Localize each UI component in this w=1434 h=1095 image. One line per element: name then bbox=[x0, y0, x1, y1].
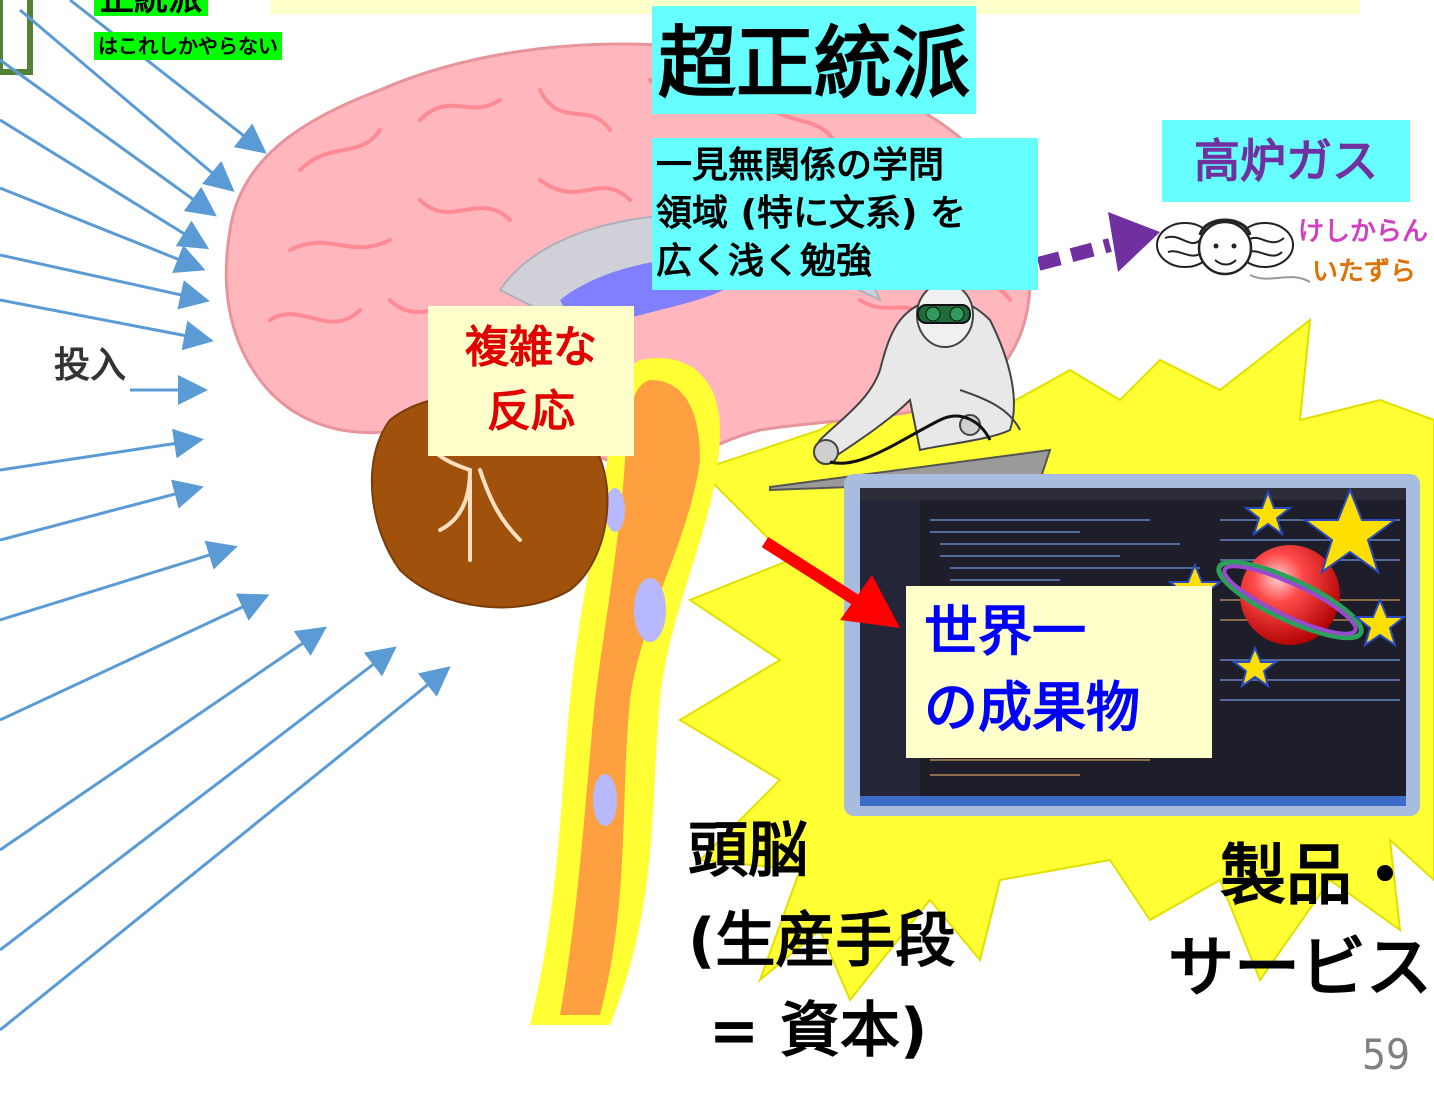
ultra-desc-line-2: 領域 (特に文系) を bbox=[656, 193, 966, 234]
complex-reaction-box: 複雑な 反応 bbox=[428, 306, 634, 456]
brainstem-inner bbox=[560, 380, 700, 1015]
brain-label: 頭脳 (生産手段 = 資本) bbox=[688, 806, 955, 1076]
orthodox-subtitle: はこれしかやらない bbox=[94, 32, 282, 60]
brain-line-1: 頭脳 bbox=[688, 816, 808, 886]
red-arrowhead bbox=[840, 575, 900, 628]
purple-arrowhead bbox=[1108, 212, 1160, 272]
page-number: 59 bbox=[1362, 1030, 1411, 1079]
ultra-desc-line-3: 広く浅く勉強 bbox=[656, 238, 873, 286]
input-label: 投入 bbox=[54, 345, 127, 386]
products-line-2: サービス bbox=[1168, 929, 1432, 1006]
planet-illustration bbox=[1216, 545, 1364, 645]
mischief-line-1: けしからん bbox=[1298, 217, 1429, 247]
mischief-label: けしからん いたずら bbox=[1298, 212, 1428, 292]
blast-furnace-gas-label: 高炉ガス bbox=[1162, 120, 1410, 202]
cherub-illustration bbox=[1156, 218, 1311, 283]
ultra-desc-line-1: 一見無関係の学問 bbox=[656, 145, 945, 186]
brain-line-3: = 資本) bbox=[688, 996, 928, 1066]
reaction-line-1: 複雑な bbox=[465, 322, 597, 373]
red-arrow bbox=[761, 536, 866, 610]
brain-line-2: (生産手段 bbox=[688, 906, 956, 976]
pons-spot bbox=[634, 578, 666, 642]
ultra-orthodox-title: 超正統派 bbox=[658, 19, 971, 109]
cord-spot bbox=[593, 774, 617, 826]
cord-spot-2 bbox=[605, 488, 625, 532]
ultra-orthodox-desc: 一見無関係の学問 領域 (特に文系) を 広く浅く勉強 bbox=[652, 138, 1038, 290]
products-services-label: 製品・ サービス bbox=[1168, 830, 1432, 1014]
input-arrows bbox=[0, 0, 451, 1032]
products-line-1: 製品・ bbox=[1220, 837, 1418, 914]
reaction-line-2: 反応 bbox=[487, 386, 575, 437]
mischief-line-2: いたずら bbox=[1312, 257, 1417, 287]
ultra-orthodox-box: 超正統派 bbox=[652, 6, 977, 114]
world-line-2: の成果物 bbox=[924, 676, 1140, 739]
orthodox-title: 正統派 bbox=[94, 0, 208, 16]
bracket-shape bbox=[0, 0, 33, 75]
world-class-output-box: 世界一 の成果物 bbox=[906, 586, 1212, 758]
world-line-1: 世界一 bbox=[924, 600, 1086, 663]
